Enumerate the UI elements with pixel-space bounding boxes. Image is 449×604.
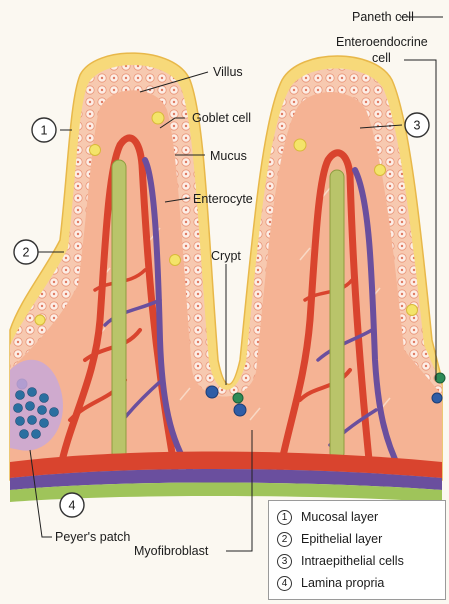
label-villus: Villus [213,65,243,79]
legend-label: Intraepithelial cells [301,554,404,568]
legend-item: 4 Lamina propria [277,572,437,594]
legend-item: 3 Intraepithelial cells [277,550,437,572]
marker-4: 4 [60,493,84,517]
label-enteroendocrine-cell-line2: cell [372,51,391,65]
legend-item: 2 Epithelial layer [277,528,437,550]
legend-label: Lamina propria [301,576,384,590]
marker-3-text: 3 [414,119,421,133]
marker-2-text: 2 [23,246,30,260]
legend-number: 4 [277,576,292,591]
legend-label: Mucosal layer [301,510,378,524]
label-myofibroblast: Myofibroblast [134,544,209,558]
label-goblet-cell: Goblet cell [192,111,251,125]
legend-label: Epithelial layer [301,532,382,546]
marker-4-text: 4 [69,499,76,513]
legend-number: 1 [277,510,292,525]
label-enterocyte: Enterocyte [193,192,253,206]
label-peyers-patch: Peyer's patch [55,530,130,544]
marker-3: 3 [405,113,429,137]
marker-1: 1 [32,118,56,142]
lacteal-right [330,170,344,460]
legend-number: 3 [277,554,292,569]
legend-box: 1 Mucosal layer 2 Epithelial layer 3 Int… [268,500,446,600]
legend-number: 2 [277,532,292,547]
label-enteroendocrine-cell: Enteroendocrine [336,35,428,49]
marker-2: 2 [14,240,38,264]
lacteal-left [112,160,126,460]
marker-1-text: 1 [41,124,48,138]
label-paneth-cell: Paneth cell [352,10,414,24]
label-crypt: Crypt [211,249,241,263]
legend-item: 1 Mucosal layer [277,506,437,528]
label-mucus: Mucus [210,149,247,163]
